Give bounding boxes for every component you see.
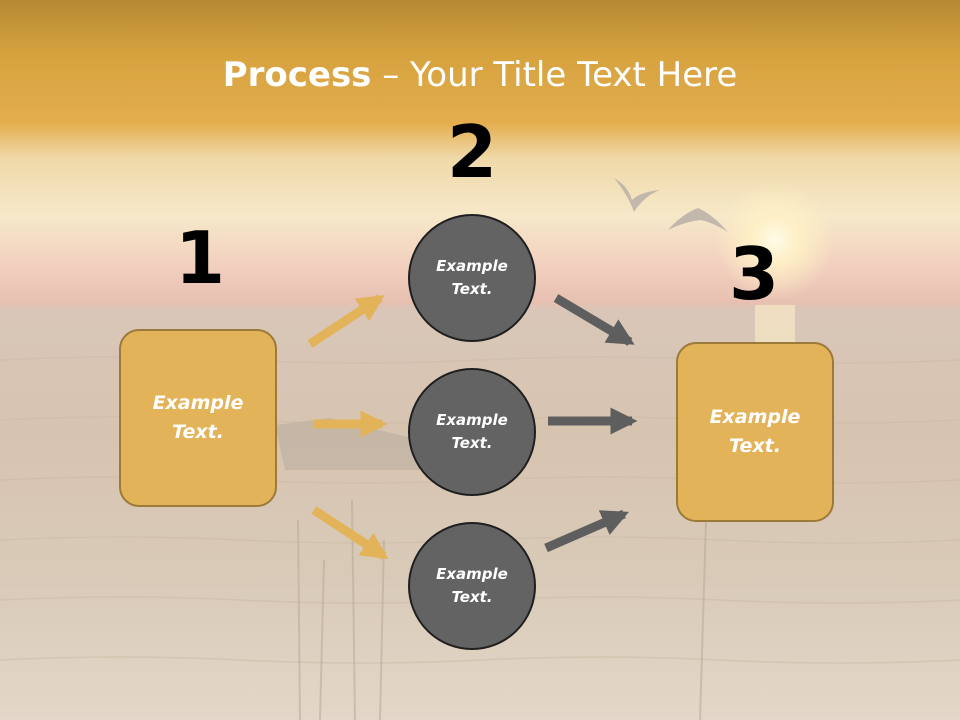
circle-top[interactable]: Example Text. bbox=[408, 214, 536, 342]
circle-bottom-text: Example Text. bbox=[436, 565, 508, 606]
circle-middle-text: Example Text. bbox=[436, 411, 508, 452]
slide-title: Process – Your Title Text Here bbox=[0, 52, 960, 98]
left-box-text: Example Text. bbox=[152, 392, 244, 443]
step-number-2: 2 bbox=[446, 110, 498, 194]
right-box-text: Example Text. bbox=[709, 406, 801, 457]
circle-bottom[interactable]: Example Text. bbox=[408, 522, 536, 650]
left-example-box[interactable]: Example Text. bbox=[119, 329, 277, 507]
circle-middle[interactable]: Example Text. bbox=[408, 368, 536, 496]
right-example-box[interactable]: Example Text. bbox=[676, 342, 834, 522]
seagull-icon bbox=[614, 178, 728, 232]
title-rest: – Your Title Text Here bbox=[371, 55, 738, 95]
step-number-3: 3 bbox=[728, 232, 780, 316]
step-number-1: 1 bbox=[174, 216, 226, 300]
title-bold: Process bbox=[222, 55, 372, 95]
circle-top-text: Example Text. bbox=[436, 257, 508, 298]
